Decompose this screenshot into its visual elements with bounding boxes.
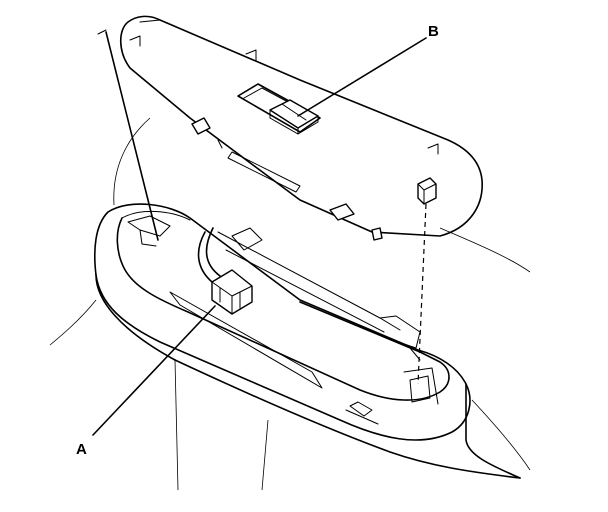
panel-clip [417,177,437,205]
label-b: B [428,23,439,40]
leader-line-b [297,37,427,117]
alignment-guide-line [417,203,427,385]
connector-a [211,269,253,315]
background-console-lines [49,117,531,491]
wire-harness [197,227,221,283]
label-a: A [76,441,87,458]
panel-hook-guide-line [105,31,159,241]
console-armrest-box [94,203,521,479]
leader-line-a [92,305,216,436]
window-switch-panel [119,15,483,241]
